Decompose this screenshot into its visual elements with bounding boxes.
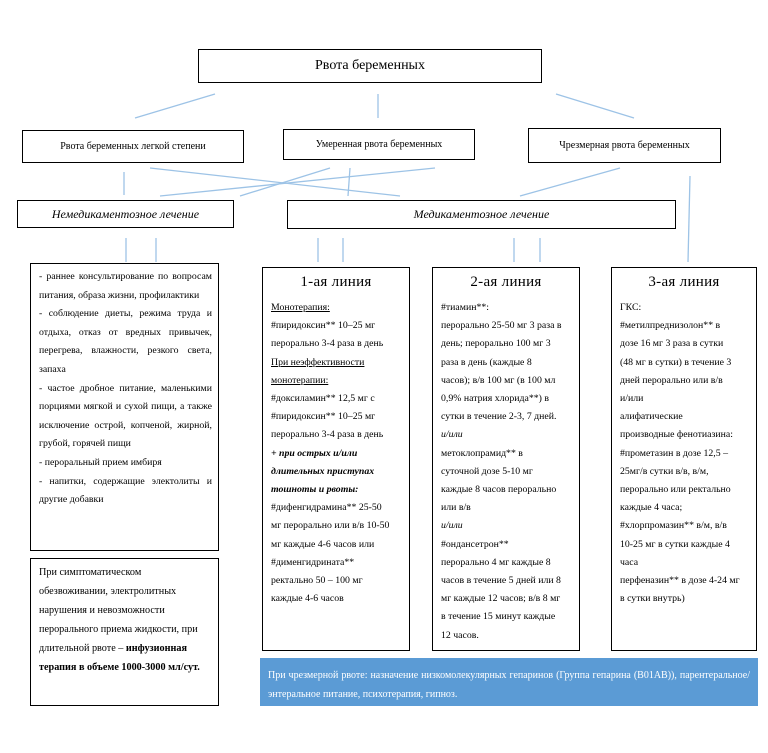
list-item: - соблюдение диеты, режима труда и отдых… [39, 308, 212, 375]
connector [159, 167, 436, 197]
severity-severe-label: Чрезмерная рвота беременных [559, 140, 690, 151]
text-line: 0,9% натрия хлорида**) в [441, 393, 549, 405]
text-line: и/или [441, 520, 463, 532]
non-drug-treatment-node: Немедикаментозное лечение [17, 200, 234, 228]
text-line: каждые 4-6 часов [271, 593, 344, 605]
text-line: #пиридоксин** 10–25 мг [271, 320, 376, 332]
text-line: #ондансетрон** [441, 538, 509, 550]
text-line: сутки в течение 2-3, 7 дней. [441, 411, 557, 423]
connector [687, 175, 691, 263]
connector [239, 167, 331, 197]
text-line: перфеназин** в дозе 4-24 мг [620, 575, 740, 587]
text-line: ГКС: [620, 302, 642, 313]
second-line-box: 2-ая линия #тиамин**: перорально 25-50 м… [432, 267, 580, 651]
text-line: #тиамин**: [441, 302, 489, 313]
text-line: ректально 50 – 100 мг [271, 575, 363, 587]
text-line: #доксиламин** 12,5 мг с [271, 393, 375, 405]
connector [347, 167, 351, 197]
connector [519, 167, 621, 197]
text-line: мг перорально или в/в 10-50 [271, 520, 390, 532]
text-line: в течение 15 минут каждые [441, 611, 556, 623]
drug-treatment-label: Медикаментозное лечение [413, 207, 550, 221]
text-line: #дифенгидрамина** 25-50 [271, 502, 382, 514]
root-node: Рвота беременных [198, 49, 542, 83]
third-line-heading: 3-ая линия [648, 274, 720, 290]
text-line: перорально или ректально [620, 484, 731, 496]
text-line: алифатические [620, 411, 683, 423]
text-line: суточной дозе 5-10 мг [441, 465, 533, 477]
text-line: часов); в/в 100 мг (в 100 мл [441, 374, 556, 386]
third-line-box: 3-ая линия ГКС: #метилпреднизолон** в до… [611, 267, 757, 651]
severe-vomiting-note: При чрезмерной рвоте: назначение низкомо… [260, 658, 758, 706]
text-line: в сутки внутрь) [620, 593, 685, 605]
severity-mild-node: Рвота беременных легкой степени [22, 130, 244, 163]
text-line: перорально 25-50 мг 3 раза в [441, 320, 562, 332]
text-line: производные фенотиазина: [620, 429, 733, 441]
text-line: каждые 8 часов перорально [441, 484, 557, 496]
text-line: тошноты и рвоты: [271, 484, 359, 496]
text-line: #хлорпромазин** в/м, в/в [620, 520, 727, 532]
severity-moderate-label: Умеренная рвота беременных [315, 139, 443, 150]
drug-treatment-node: Медикаментозное лечение [287, 200, 676, 229]
severity-mild-label: Рвота беременных легкой степени [60, 141, 206, 152]
first-line-box: 1-ая линия Монотерапия: #пиридоксин** 10… [262, 267, 410, 651]
list-item: - напитки, содержащие электолиты и други… [39, 475, 212, 506]
text-line: При неэффективности [271, 356, 365, 368]
list-item: - частое дробное питание, маленькими пор… [39, 382, 212, 450]
text-line: + при острых и/или [271, 447, 358, 459]
non-drug-treatment-label: Немедикаментозное лечение [51, 206, 200, 221]
text-line: дней перорально или в/в [620, 374, 723, 386]
text-line: (48 мг в сутки) в течение 3 [620, 356, 732, 368]
text-line: #дименгидрината** [271, 556, 355, 568]
text-line: часов в течение 5 дней или 8 [441, 575, 561, 587]
text-line: или в/в [441, 502, 471, 514]
text-line: перорально 3-4 раза в день [271, 429, 384, 441]
list-item: - пероральный прием имбиря [39, 456, 162, 468]
severity-severe-node: Чрезмерная рвота беременных [528, 128, 721, 163]
text-line: монотерапии: [271, 374, 329, 386]
text-line: Монотерапия: [271, 302, 330, 313]
non-drug-measures-box: - раннее консультирование по вопросам пи… [30, 263, 219, 551]
text-line: #пиридоксин** 10–25 мг [271, 411, 376, 423]
text-line: и/или [620, 393, 644, 405]
connector [149, 167, 401, 197]
text-line: день; перорально 100 мг 3 [441, 338, 551, 350]
second-line-heading: 2-ая линия [470, 274, 542, 290]
root-title: Рвота беременных [315, 58, 425, 73]
severe-vomiting-note-text: При чрезмерной рвоте: назначение низкомо… [268, 670, 750, 700]
connector [134, 93, 216, 119]
text-line: 25мг/в сутки в/в, в/м, [620, 465, 709, 477]
text-line: и/или [441, 429, 463, 441]
connector [555, 93, 635, 119]
text-line: #прометазин в дозе 12,5 – [620, 447, 728, 459]
list-item: - раннее консультирование по вопросам пи… [39, 271, 212, 301]
severity-moderate-node: Умеренная рвота беременных [283, 129, 475, 160]
text-line: метоклопрамид** в [441, 447, 523, 459]
text-line: дозе 16 мг 3 раза в сутки [620, 338, 724, 350]
infusion-text: При симптоматическом обезвоживании, элек… [39, 567, 198, 654]
text-line: раза в день (каждые 8 [441, 356, 532, 368]
text-line: перорально 3-4 раза в день [271, 338, 384, 350]
text-line: 10-25 мг в сутки каждые 4 [620, 538, 730, 550]
text-line: мг каждые 4-6 часов или [271, 538, 375, 550]
infusion-bold-text: инфузионная терапия в объеме 1000-3000 м… [39, 643, 200, 673]
text-line: каждые 4 часа; [620, 502, 683, 514]
first-line-heading: 1-ая линия [300, 274, 372, 290]
infusion-therapy-box: При симптоматическом обезвоживании, элек… [30, 558, 219, 706]
text-line: часа [620, 556, 639, 568]
text-line: 12 часов. [441, 629, 479, 641]
text-line: перорально 4 мг каждые 8 [441, 556, 551, 568]
text-line: длительных приступах [271, 465, 375, 477]
text-line: #метилпреднизолон** в [620, 320, 721, 332]
text-line: мг каждые 12 часов; в/в 8 мг [441, 593, 561, 605]
